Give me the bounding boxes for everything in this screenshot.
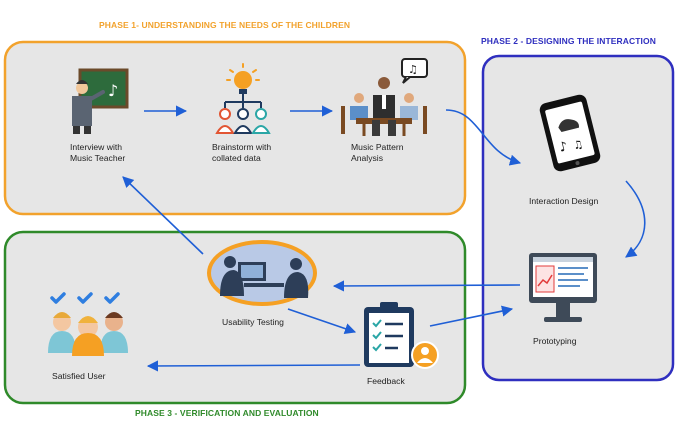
flow-arrows — [122, 105, 646, 372]
brainstorm-icon — [215, 63, 271, 134]
interview-label-line1: Interview with — [70, 142, 123, 152]
feedback-label: Feedback — [367, 376, 405, 386]
arrow-pattern-to-interaction — [445, 109, 522, 166]
meeting-analysis-icon: ♫ — [341, 58, 428, 136]
arrow-usability-to-interview — [122, 176, 204, 255]
happy-users-icon — [48, 292, 128, 356]
interview-label: Interview with Music Teacher — [70, 142, 125, 164]
svg-text:♪: ♪ — [558, 139, 570, 156]
brainstorm-label-line1: Brainstorm with — [212, 142, 272, 152]
svg-text:♪: ♪ — [108, 81, 118, 100]
interview-label-line2: Music Teacher — [70, 153, 126, 163]
arrow-feedback-to-prototyping — [429, 305, 514, 327]
usability-testing-icon — [207, 240, 317, 306]
phase1-title: PHASE 1- UNDERSTANDING THE NEEDS OF THE … — [99, 20, 351, 30]
brainstorm-label: Brainstorm with collated data — [212, 142, 271, 164]
phase3-panel — [3, 230, 467, 405]
arrow-interaction-to-prototyping — [625, 180, 646, 258]
usability-label: Usability Testing — [222, 317, 284, 327]
svg-text:♫: ♫ — [572, 137, 585, 152]
interaction-label: Interaction Design — [529, 196, 599, 206]
svg-text:♫: ♫ — [408, 63, 418, 76]
phase2-title: PHASE 2 - DESIGNING THE INTERACTION — [481, 36, 656, 46]
clipboard-feedback-icon — [364, 302, 439, 369]
arrow-prototyping-to-usability — [332, 280, 521, 292]
satisfied-label: Satisfied User — [52, 371, 106, 381]
tablet-music-icon: ♪ ♫ — [539, 94, 601, 172]
brainstorm-label-line2: collated data — [212, 153, 261, 163]
music-teacher-icon: ♪ — [72, 68, 129, 134]
arrow-usability-to-feedback — [287, 308, 357, 335]
monitor-wireframe-icon — [529, 253, 597, 322]
pattern-label-line1: Music Pattern — [351, 142, 404, 152]
arrow-feedback-to-satisfied — [146, 360, 361, 372]
pattern-label-line2: Analysis — [351, 153, 383, 163]
pattern-label: Music Pattern Analysis — [351, 142, 404, 164]
phase3-title: PHASE 3 - VERIFICATION AND EVALUATION — [135, 408, 319, 418]
prototyping-label: Prototyping — [533, 336, 577, 346]
